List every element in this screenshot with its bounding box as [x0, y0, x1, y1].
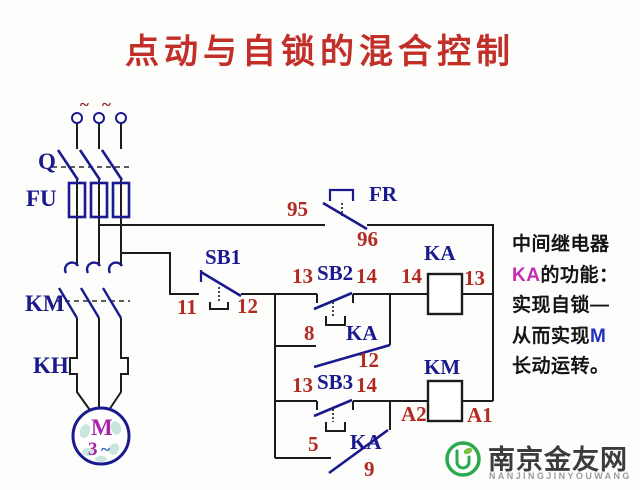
- ka-coil-terminal-13: 13: [464, 266, 485, 290]
- sb3-terminal-13: 13: [292, 373, 313, 397]
- annotation-line-4-rest: 从而实现: [512, 325, 591, 347]
- km-coil-terminal-a2: A2: [401, 402, 427, 426]
- fuse-group: [67, 181, 131, 219]
- wires: [69, 123, 494, 459]
- supply-terminals: [71, 112, 127, 124]
- sb1-label: SB1: [205, 245, 242, 269]
- annotation-line-1: 中间继电器: [512, 234, 610, 255]
- fr-label: FR: [369, 182, 397, 206]
- sb3-actuator: [325, 422, 346, 432]
- km-label: KM: [25, 291, 65, 316]
- motor-symbol: [71, 406, 131, 466]
- ka-no2-terminal-5: 5: [308, 432, 319, 456]
- page-title: 点动与自锁的混合控制: [125, 34, 515, 71]
- ka-coil-terminal-14: 14: [401, 264, 422, 288]
- fu-label: FU: [26, 186, 57, 211]
- annotation-line-2-rest: 的功能：: [540, 264, 619, 286]
- sb3-terminal-14: 14: [356, 373, 377, 397]
- supply-tilde-1: ~: [80, 95, 89, 114]
- annotation-line-2: KA的功能：: [512, 261, 640, 292]
- sb1-contact: [199, 270, 242, 310]
- km-coil-label: KM: [424, 355, 461, 379]
- sb1-blade: [200, 270, 242, 298]
- sb2-label: SB2: [317, 261, 354, 285]
- ka-no-contact-2: [328, 428, 389, 475]
- sb2-terminal-14: 14: [356, 264, 377, 288]
- ka-coil-label: KA: [424, 241, 456, 265]
- ka-no-contact-1: [313, 343, 391, 369]
- watermark-chinese: 南京金友网: [488, 445, 628, 475]
- fr-terminal-95: 95: [287, 197, 308, 221]
- annotation-block: 中间继电器 KA的功能： 实现自锁— 从而实现M 长动运转。: [512, 230, 640, 383]
- supply-tilde-2: ~: [102, 95, 111, 114]
- sb2-terminal-13: 13: [292, 264, 313, 288]
- sb2-contact: [313, 291, 354, 326]
- q-switch: [56, 149, 124, 181]
- sb3-contact: [313, 398, 354, 432]
- phase3-lower-wire: [106, 318, 129, 414]
- motor-texture: [79, 421, 122, 462]
- q-label: Q: [38, 149, 56, 174]
- fr-terminal-96: 96: [357, 227, 378, 251]
- sb1-terminal-12: 12: [237, 294, 258, 318]
- annotation-line-4: 从而实现M: [512, 322, 640, 353]
- ka-coil-box: [426, 272, 464, 316]
- km-coil-terminal-a1: A1: [467, 403, 493, 427]
- motor-3-label: 3: [88, 439, 98, 460]
- ka-no1-terminal-8: 8: [304, 321, 315, 345]
- annotation-m: M: [590, 325, 607, 347]
- fr-contact: [322, 188, 368, 231]
- annotation-line-5: 长动运转。: [512, 356, 610, 377]
- sb1-actuator: [209, 302, 229, 310]
- annotation-line-3: 实现自锁—: [512, 295, 610, 316]
- phase1-lower-wire: [69, 318, 93, 414]
- sb3-blade: [313, 398, 353, 418]
- fr-bracket: [328, 188, 355, 201]
- watermark-logo-icon: [445, 441, 481, 477]
- annotation-ka: KA: [512, 264, 541, 286]
- km-main-contacts: [57, 261, 124, 319]
- ka-no2-terminal-9: 9: [364, 457, 375, 481]
- kh-label: KH: [33, 353, 69, 378]
- fr-blade: [322, 201, 368, 231]
- sb2-actuator: [325, 316, 346, 326]
- ka-no1-label: KA: [346, 321, 378, 345]
- km-coil-box: [426, 379, 464, 423]
- logo-ring: [445, 441, 481, 477]
- ka-no2-label: KA: [350, 430, 382, 454]
- sb2-blade: [313, 291, 353, 311]
- sb3-label: SB3: [317, 370, 354, 394]
- ka-no1-terminal-12: 12: [358, 348, 379, 372]
- logo-leaf: [463, 447, 473, 455]
- motor-m-label: M: [91, 415, 113, 440]
- motor-tilde-label: ~: [101, 440, 110, 459]
- watermark-english: NANJINGJINYOUWANG: [489, 471, 632, 481]
- logo-sprout: [455, 449, 471, 470]
- sb1-terminal-11: 11: [177, 295, 197, 319]
